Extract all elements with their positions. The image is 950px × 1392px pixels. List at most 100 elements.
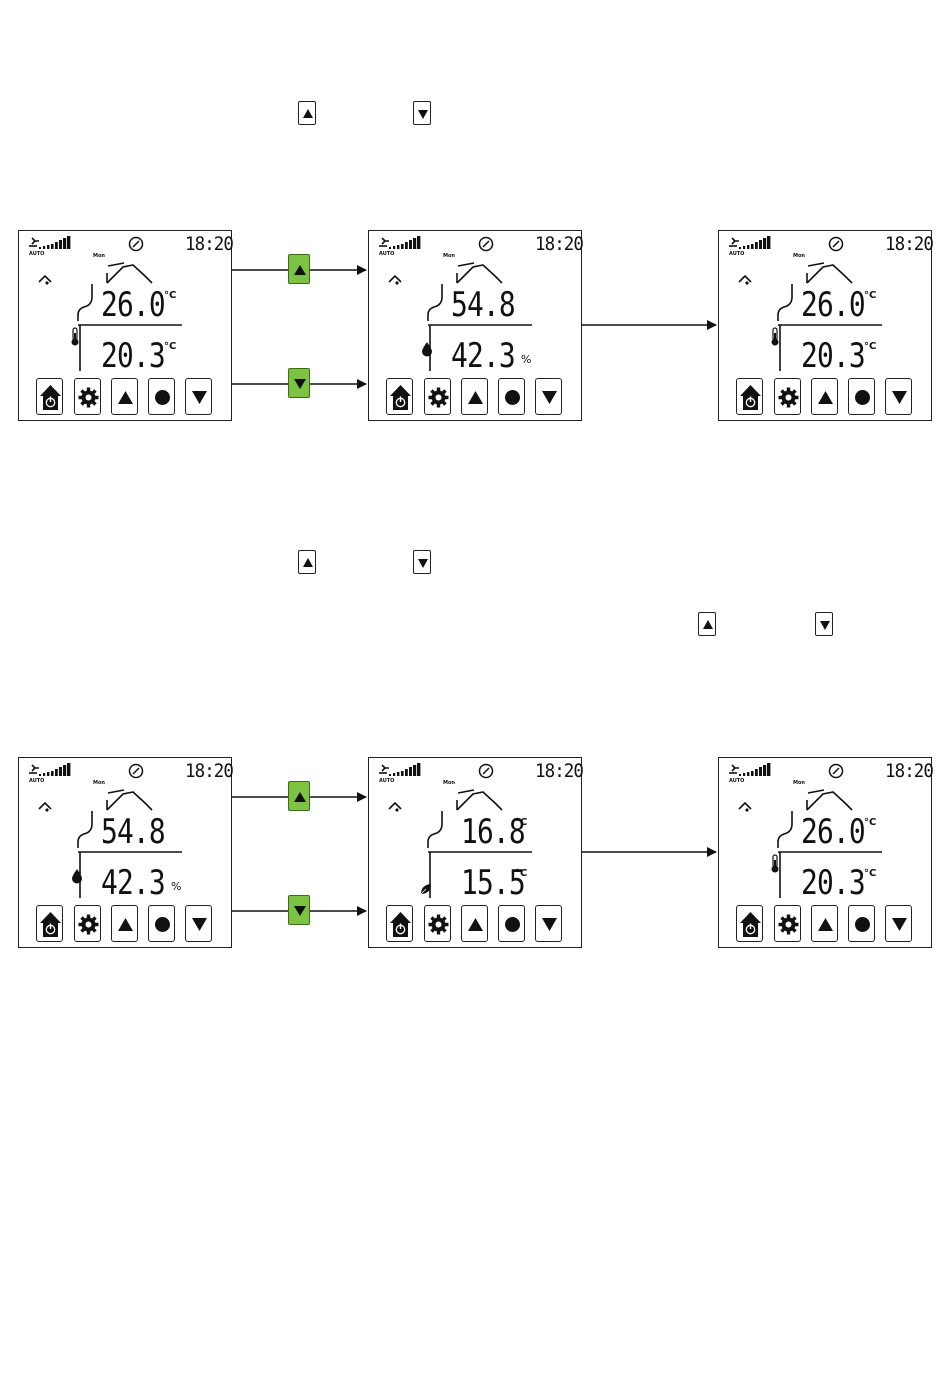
secondary-unit: °C: [864, 341, 876, 352]
mode-arrow-icon: [39, 803, 51, 812]
primary-reading: 26.0: [801, 288, 865, 322]
secondary-reading: 42.3: [451, 339, 515, 373]
select-button[interactable]: [848, 378, 875, 415]
settings-gear-button[interactable]: [424, 378, 451, 415]
mode-arrow-icon: [739, 276, 751, 285]
gauge-icon: [830, 238, 843, 251]
fan-speed-bars: [389, 236, 420, 249]
home-power-button[interactable]: [36, 905, 63, 942]
fan-icon: [729, 765, 739, 773]
primary-unit: °C: [864, 817, 876, 828]
select-button[interactable]: [498, 378, 525, 415]
select-button[interactable]: [848, 905, 875, 942]
primary-unit: °C: [164, 290, 176, 301]
secondary-unit: °C: [864, 868, 876, 879]
home-power-button[interactable]: [36, 378, 63, 415]
up-button[interactable]: [811, 905, 838, 942]
house-outline: [107, 790, 152, 810]
auto-label: AUTO: [379, 251, 394, 257]
fan-speed-bars: [739, 236, 770, 249]
fan-icon: [379, 238, 389, 246]
fan-icon: [29, 765, 39, 773]
day-label: Mon: [443, 253, 455, 259]
secondary-unit: °C: [515, 868, 527, 879]
select-button[interactable]: [498, 905, 525, 942]
up-button[interactable]: [111, 378, 138, 415]
home-power-button[interactable]: [386, 378, 413, 415]
day-label: Mon: [793, 780, 805, 786]
primary-reading: 54.8: [101, 815, 165, 849]
primary-reading: 54.8: [451, 288, 515, 322]
up-button[interactable]: [461, 378, 488, 415]
mode-arrow-icon: [739, 803, 751, 812]
thermostat-screen: AUTO Mon 18:20 16.8 °C 15.5 °C: [368, 757, 582, 948]
clock-time: 18:20: [185, 760, 233, 782]
gauge-icon: [830, 765, 843, 778]
house-outline: [457, 263, 502, 283]
thermostat-screen: AUTO Mon 18:20 54.8 42.3 %: [368, 230, 582, 421]
auto-label: AUTO: [29, 251, 44, 257]
fan-speed-bars: [389, 763, 420, 776]
gauge-icon: [130, 238, 143, 251]
secondary-reading: 20.3: [801, 866, 865, 900]
primary-unit: °C: [864, 290, 876, 301]
select-button[interactable]: [148, 378, 175, 415]
gauge-icon: [130, 765, 143, 778]
settings-gear-button[interactable]: [774, 378, 801, 415]
settings-gear-button[interactable]: [424, 905, 451, 942]
secondary-unit: %: [171, 880, 181, 893]
home-power-button[interactable]: [386, 905, 413, 942]
thermostat-screen: AUTO Mon 18:20 54.8 42.3 %: [18, 757, 232, 948]
auto-label: AUTO: [29, 778, 44, 784]
clock-time: 18:20: [535, 233, 583, 255]
home-power-button[interactable]: [736, 378, 763, 415]
settings-gear-button[interactable]: [774, 905, 801, 942]
settings-gear-button[interactable]: [74, 905, 101, 942]
thermostat-screen: AUTO Mon 18:20 26.0 °C 20.3 °C: [718, 757, 932, 948]
down-button[interactable]: [535, 378, 562, 415]
down-button[interactable]: [885, 378, 912, 415]
primary-reading: 26.0: [801, 815, 865, 849]
down-button[interactable]: [885, 905, 912, 942]
up-button[interactable]: [811, 378, 838, 415]
down-button-highlighted: [288, 368, 310, 398]
house-outline: [457, 790, 502, 810]
fan-speed-bars: [739, 763, 770, 776]
down-button-highlighted: [288, 895, 310, 925]
secondary-unit: °C: [164, 341, 176, 352]
clock-time: 18:20: [185, 233, 233, 255]
mode-arrow-icon: [39, 276, 51, 285]
clock-time: 18:20: [535, 760, 583, 782]
fan-icon: [29, 238, 39, 246]
mode-arrow-icon: [389, 803, 401, 812]
settings-gear-button[interactable]: [74, 378, 101, 415]
gauge-icon: [480, 765, 493, 778]
auto-label: AUTO: [729, 251, 744, 257]
secondary-reading: 20.3: [801, 339, 865, 373]
primary-unit: °C: [515, 817, 527, 828]
up-button-highlighted: [288, 254, 310, 284]
down-button[interactable]: [185, 905, 212, 942]
down-button[interactable]: [185, 378, 212, 415]
thermometer-icon: [69, 327, 81, 347]
gauge-icon: [480, 238, 493, 251]
select-button[interactable]: [148, 905, 175, 942]
day-label: Mon: [443, 780, 455, 786]
up-button[interactable]: [111, 905, 138, 942]
auto-label: AUTO: [729, 778, 744, 784]
up-button[interactable]: [461, 905, 488, 942]
house-outline: [807, 790, 852, 810]
secondary-reading: 42.3: [101, 866, 165, 900]
clock-time: 18:20: [885, 760, 933, 782]
primary-reading: 26.0: [101, 288, 165, 322]
down-button[interactable]: [535, 905, 562, 942]
secondary-unit: %: [521, 353, 531, 366]
day-label: Mon: [93, 253, 105, 259]
home-power-button[interactable]: [736, 905, 763, 942]
mode-arrow-icon: [389, 276, 401, 285]
thermostat-screen: AUTO Mon 18:20 26.0 °C 20.3 °C: [718, 230, 932, 421]
secondary-reading: 20.3: [101, 339, 165, 373]
fan-icon: [379, 765, 389, 773]
house-outline: [107, 263, 152, 283]
